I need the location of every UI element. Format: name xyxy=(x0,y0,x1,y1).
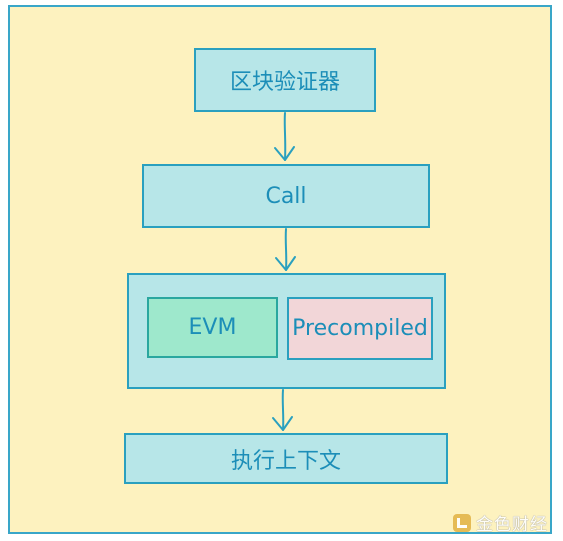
block-validator-label: 区块验证器 xyxy=(229,70,340,95)
call-label: Call xyxy=(265,183,307,209)
jinse-logo-icon xyxy=(453,513,471,532)
precompiled-node: Precompiled xyxy=(287,297,433,360)
block-validator-node: 区块验证器 xyxy=(194,48,376,112)
precompiled-label: Precompiled xyxy=(292,316,428,341)
watermark: 金色财经 xyxy=(453,510,548,535)
call-node: Call xyxy=(142,164,430,228)
watermark-text: 金色财经 xyxy=(476,515,548,535)
evm-label: EVM xyxy=(188,315,237,340)
evm-node: EVM xyxy=(147,297,278,358)
execution-context-node: 执行上下文 xyxy=(124,433,448,484)
execution-context-label: 执行上下文 xyxy=(230,448,341,474)
